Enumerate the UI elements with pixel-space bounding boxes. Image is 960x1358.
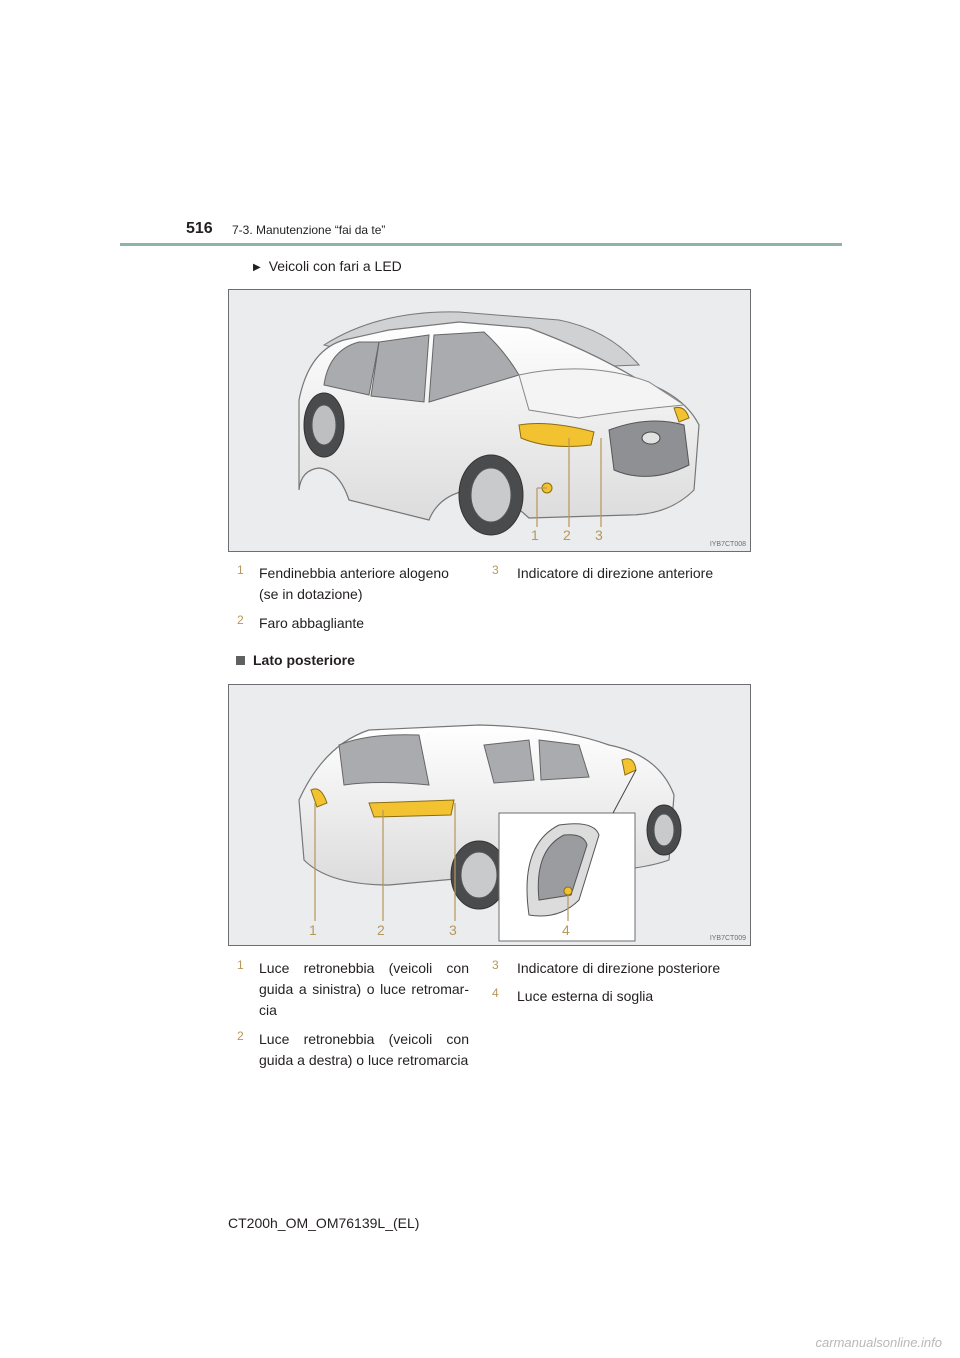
front-car-figure: 1 2 3 IYB7CT008 <box>228 289 751 552</box>
legend-text: Fendinebbia anteriore alogeno (se in dot… <box>259 565 449 602</box>
rear-callout-3: 3 <box>449 922 457 938</box>
footer-doc-code: CT200h_OM_OM76139L_(EL) <box>228 1215 420 1231</box>
front-car-illustration <box>298 311 700 536</box>
section-heading: Lato posteriore <box>236 652 355 668</box>
legend-number: 1 <box>237 563 244 577</box>
front-callout-1: 1 <box>531 527 539 543</box>
header-rule <box>120 243 842 246</box>
rear-callout-2: 2 <box>377 922 385 938</box>
rear-callout-4: 4 <box>562 922 570 938</box>
legend-number: 3 <box>492 958 499 972</box>
legend-text: Faro abbagliante <box>259 615 365 631</box>
legend-number: 1 <box>237 958 244 972</box>
bullet-text: Veicoli con fari a LED <box>268 258 402 274</box>
rear-callout-1: 1 <box>309 922 317 938</box>
triangle-right-icon: ▶ <box>253 262 261 273</box>
page-number: 516 <box>186 220 213 237</box>
front-callout-2: 2 <box>563 527 571 543</box>
legend-number: 2 <box>237 1029 244 1043</box>
watermark: carmanualsonline.info <box>815 1335 942 1350</box>
figure-code: IYB7CT008 <box>709 541 746 548</box>
bullet-item: ▶ Veicoli con fari a LED <box>253 258 402 274</box>
legend-number: 2 <box>237 613 244 627</box>
legend-text: Indicatore di direzione posteriore <box>517 960 721 976</box>
rear-car-illustration <box>298 724 682 942</box>
section-title: 7-3. Manutenzione “fai da te” <box>232 223 386 237</box>
legend-text: Indicatore di direzione anteriore <box>517 565 714 581</box>
legend-text: Luce esterna di soglia <box>517 988 654 1004</box>
rear-car-figure: 1 2 3 4 IYB7CT009 <box>228 684 751 946</box>
figure-code: IYB7CT009 <box>709 935 746 942</box>
front-callout-3: 3 <box>595 527 603 543</box>
legend-number: 3 <box>492 563 499 577</box>
legend-number: 4 <box>492 986 499 1000</box>
square-bullet-icon <box>236 656 245 665</box>
legend-text: Luce retronebbia (veicoli con guida a de… <box>259 1031 469 1068</box>
legend-text: Luce retronebbia (veicoli con guida a si… <box>259 960 469 1018</box>
